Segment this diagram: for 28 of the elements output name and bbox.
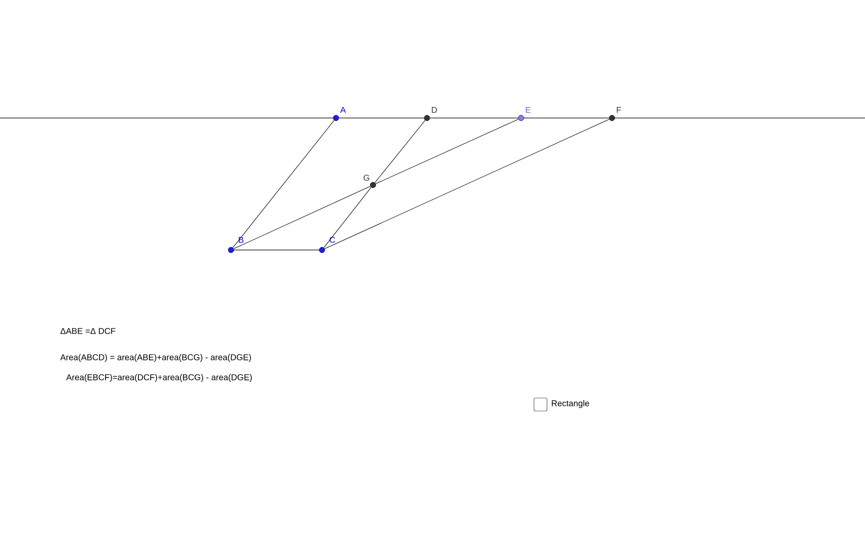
- point: A: [333, 106, 346, 121]
- point: G: [364, 174, 376, 188]
- point: B: [228, 236, 244, 253]
- formula-text: ΔABE =Δ DCF: [60, 328, 116, 334]
- node-label: A: [340, 106, 346, 113]
- line-segment: [338, 117, 424, 119]
- line-segment: [324, 118, 610, 250]
- checkbox-label: Rectangle: [552, 400, 590, 408]
- node-label: E: [526, 106, 531, 113]
- point: E: [518, 106, 530, 121]
- node-label: F: [616, 106, 622, 113]
- line-segment: [324, 187, 372, 248]
- node-label: C: [330, 236, 336, 243]
- formula-text: Area(ABCD) = area(ABE)+area(BCG) - area(DGE): [60, 354, 251, 362]
- line-segment: [524, 117, 610, 119]
- line-segment: [233, 186, 371, 250]
- line-segment: [375, 118, 519, 184]
- line-segment: [430, 117, 518, 119]
- node-label: D: [432, 106, 437, 113]
- point: D: [424, 106, 437, 121]
- node-label: B: [238, 236, 244, 243]
- line-segment: [374, 120, 426, 183]
- line-segment: [232, 120, 334, 248]
- point: C: [319, 236, 336, 253]
- point: F: [609, 106, 622, 121]
- formula-text: Area(EBCF)=area(DCF)+area(BCG) - area(DGE): [66, 374, 252, 382]
- line-segment: [234, 249, 320, 251]
- node-label: G: [364, 174, 370, 181]
